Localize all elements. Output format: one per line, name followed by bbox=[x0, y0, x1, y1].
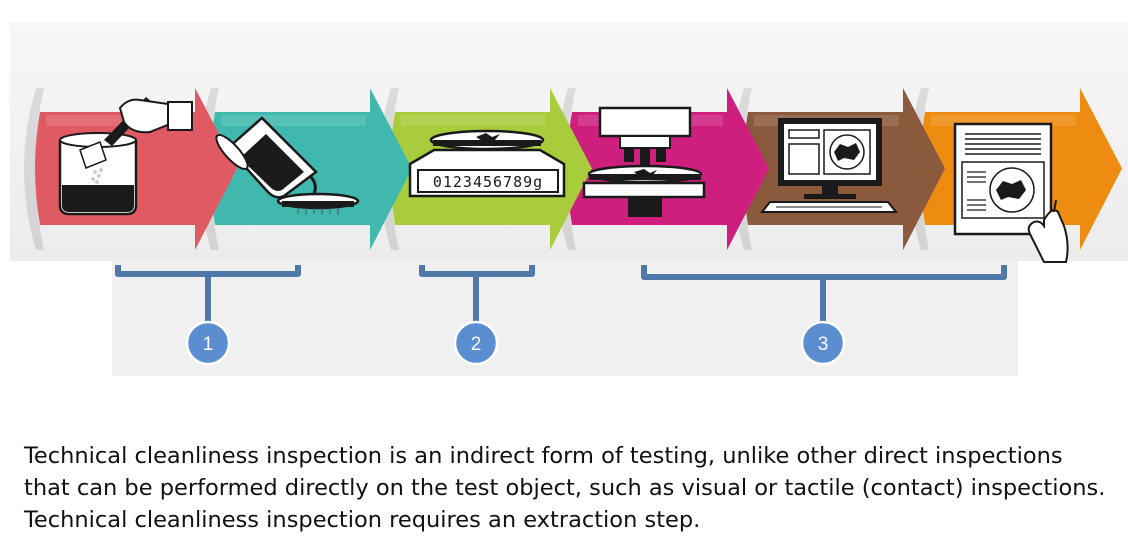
step-badge-1: 1 bbox=[185, 320, 231, 366]
microscope-icon bbox=[582, 106, 706, 217]
process-figure: 0123456789g bbox=[10, 22, 1128, 376]
computer-analysis-icon bbox=[759, 118, 899, 213]
pour-onto-filter-icon bbox=[215, 116, 360, 215]
powder-into-beaker-icon bbox=[58, 97, 193, 216]
step-badge-1-label: 1 bbox=[203, 334, 214, 355]
step-badge-3: 3 bbox=[800, 320, 846, 366]
scale-display bbox=[417, 169, 559, 193]
report-document-icon bbox=[953, 122, 1069, 263]
bracket-group-1 bbox=[115, 265, 301, 322]
arrow-tail-shadow bbox=[24, 88, 44, 250]
bracket-band-background bbox=[112, 261, 1018, 376]
description-paragraph: Technical cleanliness inspection is an i… bbox=[24, 443, 1106, 533]
bracket-group-2 bbox=[419, 265, 535, 322]
arrow-highlight bbox=[221, 115, 366, 126]
scale-display-digits: 0123456789g bbox=[433, 173, 543, 191]
bracket-group-3 bbox=[641, 265, 1007, 322]
arrow-highlight bbox=[401, 115, 546, 126]
weighing-scale-icon: 0123456789g bbox=[408, 129, 566, 198]
step-badge-2: 2 bbox=[453, 320, 499, 366]
step-badge-3-label: 3 bbox=[818, 334, 829, 355]
step-badge-2-label: 2 bbox=[471, 334, 482, 355]
